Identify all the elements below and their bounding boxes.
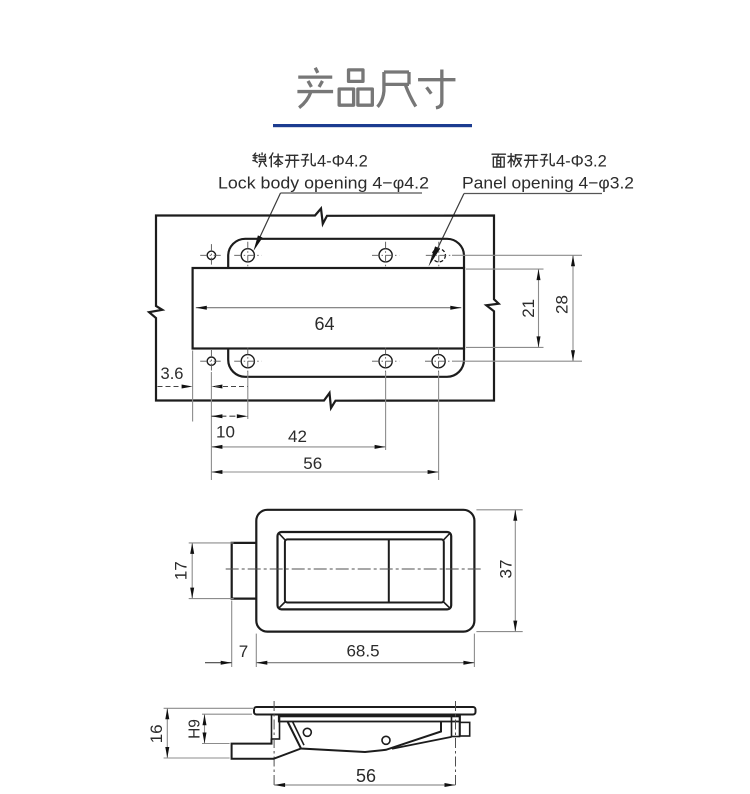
- svg-text:17: 17: [172, 561, 191, 580]
- svg-text:16: 16: [147, 724, 166, 743]
- svg-text:56: 56: [356, 766, 376, 786]
- svg-text:4-Φ3.2: 4-Φ3.2: [556, 153, 607, 171]
- svg-text:28: 28: [553, 295, 572, 314]
- svg-text:Lock body opening 4−φ4.2: Lock body opening 4−φ4.2: [218, 174, 429, 193]
- svg-text:3.6: 3.6: [161, 365, 184, 383]
- svg-text:56: 56: [303, 454, 322, 473]
- svg-text:42: 42: [288, 427, 307, 446]
- svg-text:4-Φ4.2: 4-Φ4.2: [317, 153, 368, 171]
- svg-text:10: 10: [216, 423, 235, 442]
- svg-text:H9: H9: [186, 719, 203, 739]
- svg-text:7: 7: [239, 642, 248, 661]
- svg-text:21: 21: [519, 299, 538, 318]
- svg-text:37: 37: [497, 560, 516, 579]
- svg-text:64: 64: [314, 314, 334, 334]
- svg-text:Panel opening 4−φ3.2: Panel opening 4−φ3.2: [462, 174, 634, 193]
- svg-text:68.5: 68.5: [346, 642, 379, 661]
